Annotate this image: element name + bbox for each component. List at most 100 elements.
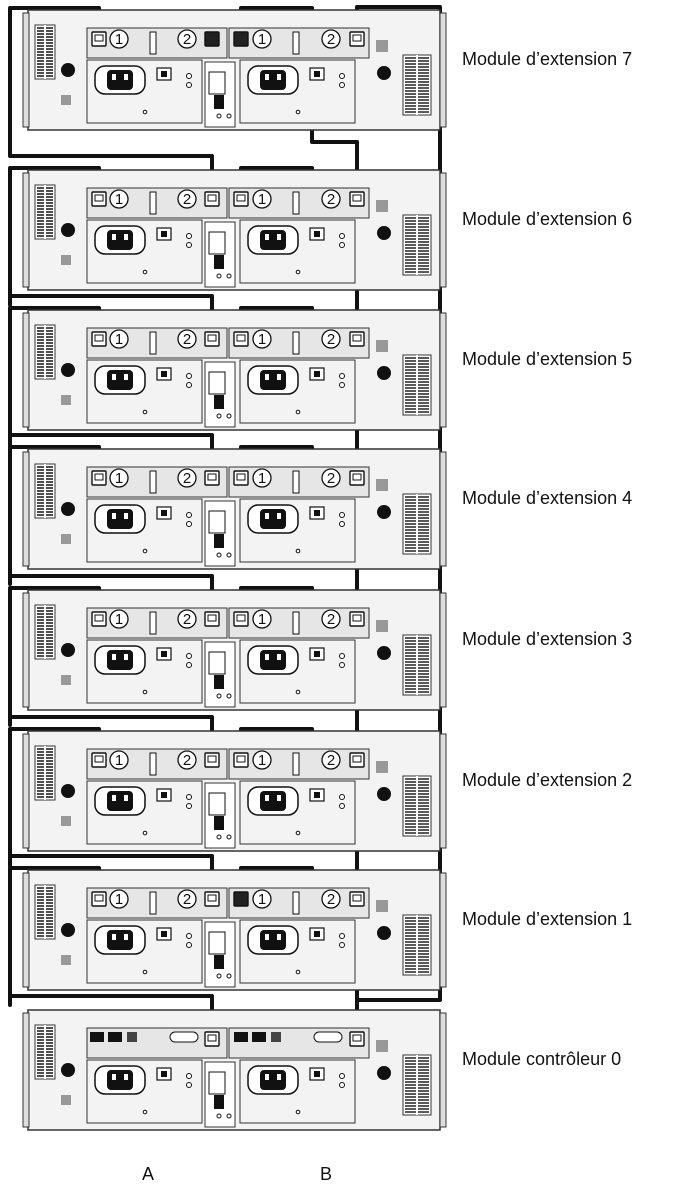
port-b-2 <box>350 753 364 767</box>
vent-left <box>35 464 55 518</box>
knob-left <box>61 502 75 516</box>
modules: 1212121212121212121212121212 <box>23 10 446 1130</box>
module-1: 1212 <box>23 170 446 290</box>
port-b-2-number: 2 <box>322 469 340 487</box>
port-b-1 <box>234 32 248 46</box>
vent-left <box>35 1025 55 1079</box>
latch <box>293 753 299 775</box>
host-port <box>90 1032 104 1042</box>
ethernet-port <box>127 1032 137 1042</box>
knob-right <box>377 646 391 660</box>
knob-right <box>377 1066 391 1080</box>
port-a-2-number: 2 <box>178 30 196 48</box>
host-port <box>234 1032 248 1042</box>
side-label-a: A <box>142 1164 154 1184</box>
tab-right <box>376 479 388 491</box>
power-supply-a <box>87 360 202 423</box>
tab-left <box>61 816 71 826</box>
tab-left <box>61 95 71 105</box>
vent-left <box>35 325 55 379</box>
center-module <box>205 501 235 566</box>
port-b-2-number: 2 <box>322 610 340 628</box>
power-supply-a <box>87 640 202 703</box>
tab-left <box>61 534 71 544</box>
port-b-2-number: 2 <box>322 890 340 908</box>
serial-port <box>314 1032 342 1042</box>
module-labels: Module d’extension 7Module d’extension 6… <box>462 49 632 1069</box>
svg-text:2: 2 <box>327 752 335 769</box>
svg-text:2: 2 <box>327 31 335 48</box>
host-port <box>252 1032 266 1042</box>
latch <box>293 471 299 493</box>
center-module <box>205 1062 235 1127</box>
port-b-2 <box>350 32 364 46</box>
port-b-2 <box>350 332 364 346</box>
power-supply-b <box>240 360 355 423</box>
port-a-2 <box>205 612 219 626</box>
port-a-2 <box>205 332 219 346</box>
port-a-1-number: 1 <box>110 751 128 769</box>
center-module <box>205 783 235 848</box>
port-b-1-number: 1 <box>253 190 271 208</box>
module-label: Module d’extension 1 <box>462 909 632 929</box>
svg-text:1: 1 <box>115 331 123 348</box>
port-b-2-number: 2 <box>322 30 340 48</box>
port-a-2 <box>205 471 219 485</box>
tab-right <box>376 40 388 52</box>
vent-left <box>35 605 55 659</box>
latch <box>150 332 156 354</box>
port-a-2 <box>205 753 219 767</box>
serial-port <box>170 1032 198 1042</box>
vent-left <box>35 185 55 239</box>
tab-left <box>61 1095 71 1105</box>
knob-right <box>377 787 391 801</box>
knob-right <box>377 366 391 380</box>
port-b-2-number: 2 <box>322 751 340 769</box>
iom-b <box>229 1028 369 1058</box>
port-a-1 <box>92 192 106 206</box>
center-module <box>205 222 235 287</box>
port-a-1 <box>92 32 106 46</box>
svg-text:2: 2 <box>183 191 191 208</box>
svg-text:1: 1 <box>258 31 266 48</box>
module-label: Module d’extension 4 <box>462 488 632 508</box>
port-b-2 <box>350 892 364 906</box>
port-b-2-number: 2 <box>322 190 340 208</box>
port-a-2 <box>205 1032 219 1046</box>
power-supply-a <box>87 220 202 283</box>
tab-right <box>376 761 388 773</box>
port-b-1 <box>234 332 248 346</box>
module-7 <box>23 1010 446 1130</box>
port-a-2-number: 2 <box>178 190 196 208</box>
tab-left <box>61 675 71 685</box>
port-b-1-number: 1 <box>253 890 271 908</box>
port-a-1-number: 1 <box>110 890 128 908</box>
port-a-1 <box>92 612 106 626</box>
power-supply-b <box>240 781 355 844</box>
vent-left <box>35 25 55 79</box>
vent-right <box>403 1055 431 1115</box>
port-a-1 <box>92 332 106 346</box>
module-label: Module d’extension 5 <box>462 349 632 369</box>
port-b-1-number: 1 <box>253 610 271 628</box>
port-a-2-number: 2 <box>178 751 196 769</box>
module-label: Module d’extension 2 <box>462 770 632 790</box>
port-b-2 <box>350 612 364 626</box>
port-a-1-number: 1 <box>110 30 128 48</box>
power-supply-b <box>240 499 355 562</box>
port-b-2 <box>350 471 364 485</box>
knob-right <box>377 926 391 940</box>
svg-text:1: 1 <box>258 470 266 487</box>
vent-left <box>35 885 55 939</box>
tab-left <box>61 955 71 965</box>
latch <box>293 332 299 354</box>
latch <box>150 612 156 634</box>
module-label: Module d’extension 7 <box>462 49 632 69</box>
tab-right <box>376 200 388 212</box>
svg-text:1: 1 <box>258 611 266 628</box>
knob-left <box>61 363 75 377</box>
port-b-1 <box>234 471 248 485</box>
